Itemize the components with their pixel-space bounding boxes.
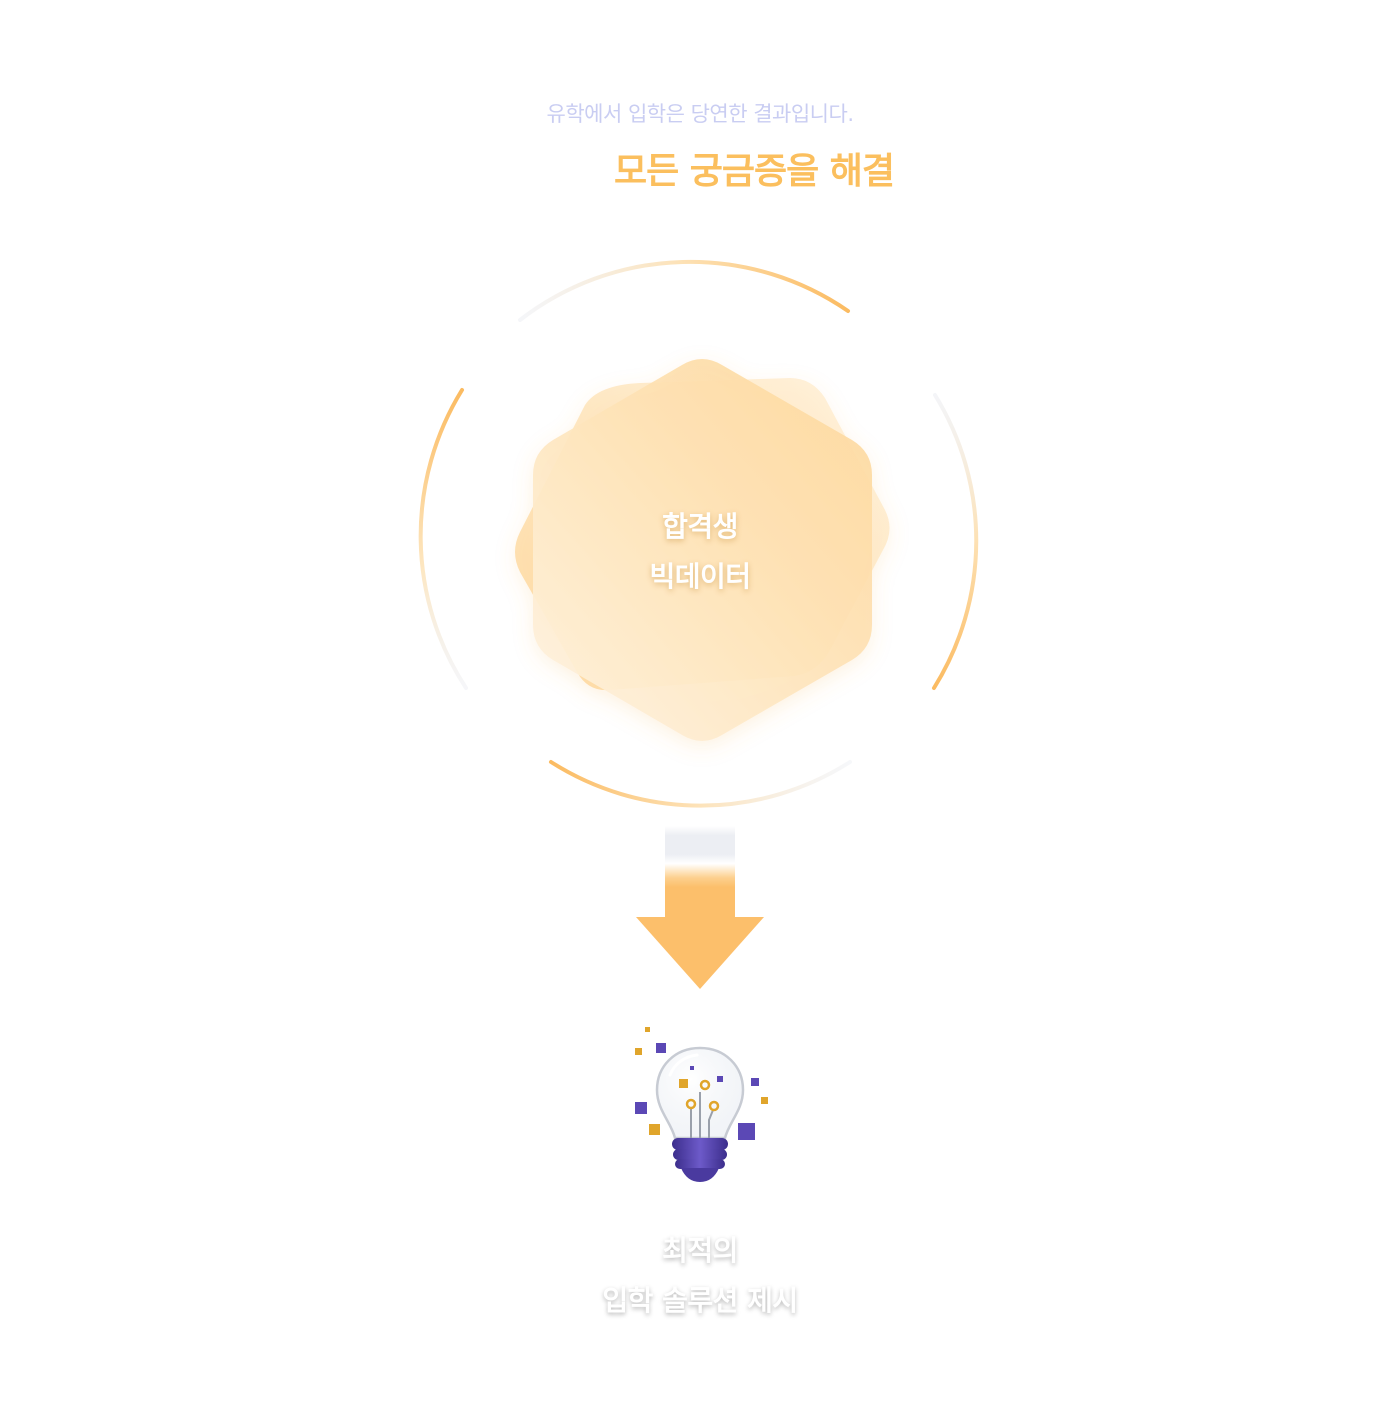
arrow-down-icon <box>636 826 764 989</box>
center-label: 합격생 빅데이터 <box>0 502 1400 602</box>
lightbulb-base <box>672 1138 728 1182</box>
ring-arc-right <box>932 393 979 690</box>
ring-arc-left <box>418 388 468 690</box>
page-subtitle: 유학에서 입학은 당연한 결과입니다. <box>546 102 855 126</box>
center-label-line1: 합격생 <box>662 510 738 543</box>
hexagon-icon <box>515 359 890 741</box>
page-headline: 모든 궁금증을 해결 <box>614 151 895 192</box>
ring-arc-top <box>518 259 850 322</box>
result-label-line2: 입학 솔루션 제시 <box>602 1284 798 1317</box>
ring-arc-bottom <box>549 760 852 808</box>
result-label: 최적의 입학 솔루션 제시 <box>0 1226 1400 1326</box>
hexagon-front <box>533 359 872 741</box>
result-label-line1: 최적의 <box>662 1234 738 1267</box>
progress-ring <box>418 259 979 808</box>
lightbulb-icon <box>635 1027 768 1182</box>
center-label-line2: 빅데이터 <box>649 560 751 593</box>
